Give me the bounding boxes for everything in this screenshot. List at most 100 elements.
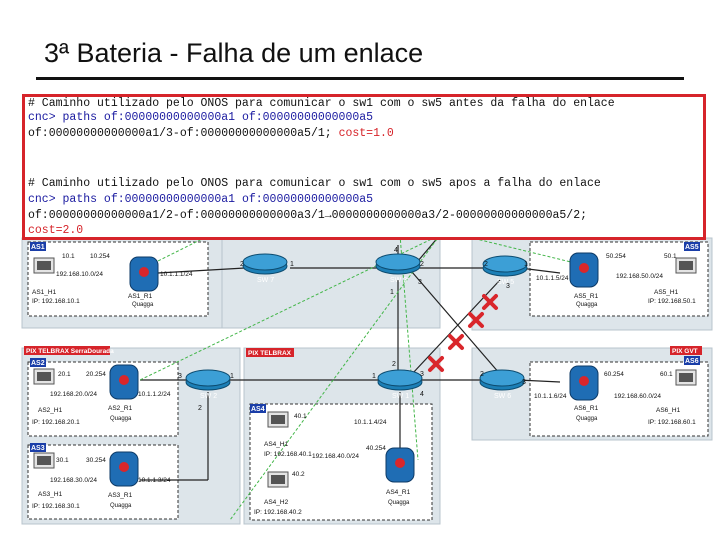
svg-text:30.1: 30.1 [56,457,69,464]
svg-text:2: 2 [392,361,396,368]
svg-text:AS2_R1: AS2_R1 [108,405,133,412]
router-as1[interactable]: AS1_R1 Quagga [128,256,159,308]
svg-text:10.1.1.3/24: 10.1.1.3/24 [138,477,171,484]
svg-text:AS5_R1: AS5_R1 [574,293,599,300]
switch-label: SW 7 [257,277,274,284]
svg-text:20.254: 20.254 [86,371,106,378]
svg-text:3: 3 [506,283,510,290]
svg-text:192.168.20.0/24: 192.168.20.0/24 [50,391,97,398]
command-before: cnc> paths of:00000000000000a1 of:000000… [28,111,374,124]
svg-text:192.168.50.0/24: 192.168.50.0/24 [616,273,663,280]
svg-text:AS5_H1: AS5_H1 [654,289,679,296]
router-as2[interactable]: AS2_R1 Quagga [108,364,139,422]
svg-text:192.168.30.0/24: 192.168.30.0/24 [50,477,97,484]
link-failure-marks [428,294,498,372]
svg-text:Quagga: Quagga [576,416,598,422]
svg-text:IP: 192.168.40.1: IP: 192.168.40.1 [264,451,312,458]
svg-text:3: 3 [522,379,526,386]
router-as3[interactable]: AS3_R1 Quagga [108,451,139,509]
switch-sw2[interactable]: SW 2 [185,369,231,400]
svg-text:AS1_R1: AS1_R1 [128,293,153,300]
svg-text:Quagga: Quagga [110,503,132,509]
svg-text:4: 4 [394,247,398,254]
as1-box [27,241,209,317]
pix-label: PIX GVT [672,348,698,355]
as-label: AS2 [31,360,45,367]
svg-text:Quagga: Quagga [388,500,410,506]
svg-text:AS4_H2: AS4_H2 [264,499,289,506]
svg-text:1: 1 [390,289,394,296]
result-after: of:00000000000000a1/2-of:00000000000000a… [28,209,587,222]
as5-box [529,241,709,317]
svg-text:4: 4 [420,391,424,398]
svg-text:1: 1 [290,261,294,268]
svg-text:AS6_R1: AS6_R1 [574,405,599,412]
switch-sw3[interactable]: SW 3 [375,253,421,284]
pix-label: PIX TELBRAX [248,350,292,357]
svg-text:2: 2 [198,405,202,412]
svg-text:AS3_H1: AS3_H1 [38,491,63,498]
onos-terminal-output: # Caminho utilizado pelo ONOS para comun… [22,94,706,240]
switch-sw6[interactable]: SW 6 [479,369,525,400]
svg-text:10.1.1.2/24: 10.1.1.2/24 [138,391,171,398]
svg-text:10.1.1.6/24: 10.1.1.6/24 [534,393,567,400]
svg-text:IP: 192.168.50.1: IP: 192.168.50.1 [648,298,696,305]
svg-text:10.1: 10.1 [62,253,75,260]
svg-text:AS3_R1: AS3_R1 [108,492,133,499]
switch-label: SW 2 [200,393,217,400]
svg-text:40.2: 40.2 [292,471,305,478]
svg-text:3: 3 [178,373,182,380]
switch-label: SW 3 [390,277,407,284]
svg-text:1: 1 [524,261,528,268]
switch-sw1[interactable]: SW 1 [377,369,423,400]
svg-text:20.1: 20.1 [58,371,71,378]
switch-sw7[interactable]: SW 7 [242,253,288,284]
svg-text:IP: 192.168.30.1: IP: 192.168.30.1 [32,503,80,510]
as-label: AS5 [685,244,699,251]
svg-text:10.1.1.1/24: 10.1.1.1/24 [160,271,193,278]
svg-text:10.254: 10.254 [90,253,110,260]
router-as5[interactable]: AS5_R1 Quagga [569,252,599,308]
svg-text:40.254: 40.254 [366,445,386,452]
comment-after: # Caminho utilizado pelo ONOS para comun… [28,177,601,190]
svg-text:AS6_H1: AS6_H1 [656,407,681,414]
svg-text:1: 1 [372,373,376,380]
router-as6[interactable]: AS6_R1 Quagga [569,365,599,422]
svg-text:10.1.1.5/24: 10.1.1.5/24 [536,275,569,282]
svg-text:50.1: 50.1 [664,253,677,260]
title-underline [36,77,684,80]
switch-label: SW 6 [494,393,511,400]
command-after: cnc> paths of:00000000000000a1 of:000000… [28,193,374,206]
svg-text:3: 3 [420,371,424,378]
svg-text:1: 1 [230,373,234,380]
as-label: AS1 [31,244,45,251]
svg-text:AS4_R1: AS4_R1 [386,489,411,496]
svg-text:AS2_H1: AS2_H1 [38,407,63,414]
comment-before: # Caminho utilizado pelo ONOS para comun… [28,97,615,110]
svg-text:IP: 192.168.20.1: IP: 192.168.20.1 [32,419,80,426]
switch-label: SW 1 [392,393,409,400]
as-label: AS4 [251,406,265,413]
slide-title: 3ª Bateria - Falha de um enlace [44,38,424,68]
as-label: AS3 [31,445,45,452]
svg-text:60.254: 60.254 [604,371,624,378]
result-after-cost: cost=2.0 [28,224,84,237]
svg-text:192.168.10.0/24: 192.168.10.0/24 [56,271,103,278]
switch-label: SW 5 [497,279,514,286]
svg-text:30.254: 30.254 [86,457,106,464]
svg-text:192.168.40.0/24: 192.168.40.0/24 [312,453,359,460]
svg-text:IP: 192.168.60.1: IP: 192.168.60.1 [648,419,696,426]
svg-text:IP: 192.168.40.2: IP: 192.168.40.2 [254,509,302,516]
svg-text:40.1: 40.1 [294,413,307,420]
router-as4[interactable]: AS4_R1 Quagga [385,447,415,506]
area-core-top [221,237,441,329]
svg-text:2: 2 [420,261,424,268]
svg-text:IP: 192.168.10.1: IP: 192.168.10.1 [32,298,80,305]
svg-text:2: 2 [240,261,244,268]
svg-text:10.1.1.4/24: 10.1.1.4/24 [354,419,387,426]
svg-text:60.1: 60.1 [660,371,673,378]
svg-text:3: 3 [418,279,422,286]
svg-text:2: 2 [484,261,488,268]
switch-sw5[interactable]: SW 5 [482,255,528,286]
